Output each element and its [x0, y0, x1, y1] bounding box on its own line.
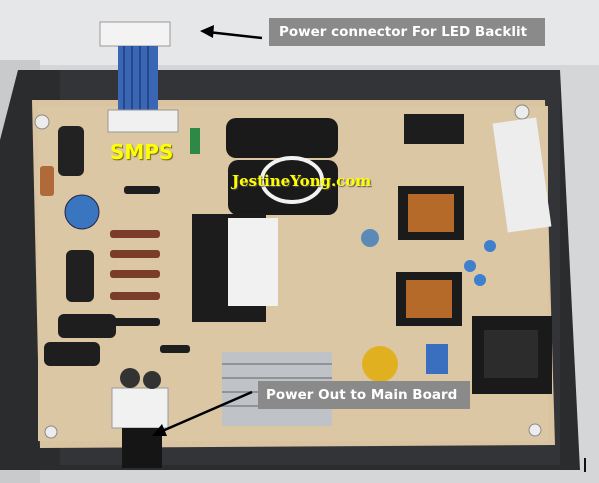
mainboard-connector [111, 387, 169, 429]
small-capacitor [361, 229, 379, 247]
capacitor [58, 126, 84, 176]
capacitor [58, 314, 116, 338]
mount-hole [44, 425, 58, 439]
capacitor-round [64, 194, 100, 230]
ac-inlet-socket [484, 330, 538, 378]
watermark-text: JestineYong.com [232, 172, 372, 190]
arrow-backlit-head [200, 25, 214, 38]
cable-tie [260, 156, 324, 204]
inductor-coil [408, 194, 454, 232]
label-smps: SMPS [110, 140, 174, 164]
capacitor-small [120, 368, 140, 388]
label-mainboard-output: Power Out to Main Board [258, 381, 470, 409]
transformer-label [228, 218, 278, 306]
arrow-mainboard [159, 390, 253, 434]
wire-strands [123, 46, 149, 114]
mount-hole [514, 104, 530, 120]
capacitor [226, 118, 338, 158]
yellow-capacitor [362, 346, 398, 382]
edge-marker [584, 458, 586, 472]
capacitor [228, 160, 338, 215]
bridge-rectifier [404, 114, 464, 144]
sticker [492, 117, 552, 233]
label-backlit-connector: Power connector For LED Backlit [269, 18, 545, 46]
capacitor [44, 342, 100, 366]
green-component [190, 128, 200, 154]
capacitor-small [143, 371, 161, 389]
arrow-mainboard-head [152, 424, 167, 436]
inductor-coil [406, 280, 452, 318]
capacitor [66, 250, 94, 302]
mount-hole [34, 114, 50, 130]
mount-hole [528, 423, 542, 437]
x-capacitor [426, 344, 448, 374]
arrow-backlit [207, 30, 263, 40]
backlit-connector [99, 21, 171, 47]
backlit-header [107, 109, 179, 133]
resistors [40, 166, 190, 353]
